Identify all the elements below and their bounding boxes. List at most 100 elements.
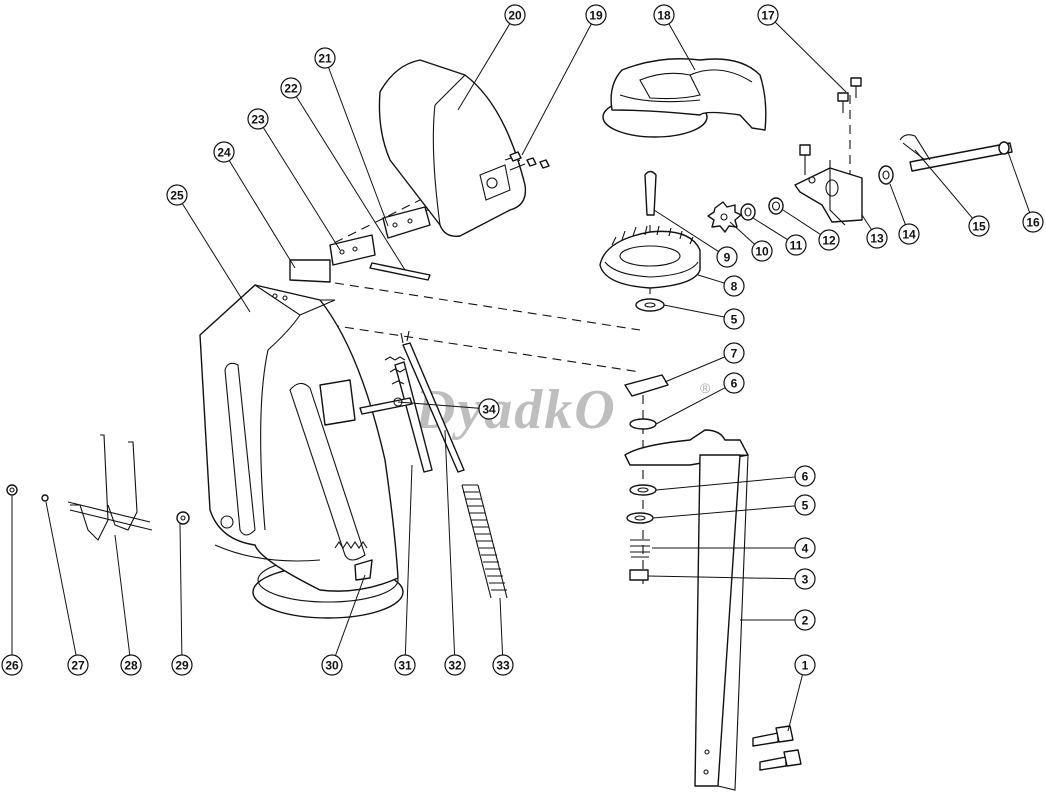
callout-leader-line [774, 21, 847, 93]
callout-circle [321, 654, 343, 676]
callout-circle [504, 4, 526, 26]
callout-number: 15 [972, 220, 986, 234]
callout-leader-line [663, 304, 725, 318]
callout-number: 30 [325, 659, 339, 673]
callout-15: 15 [914, 149, 990, 237]
callout-20: 20 [457, 4, 526, 111]
callout-9: 9 [653, 209, 738, 268]
callout-3: 3 [647, 568, 816, 590]
callout-number: 9 [724, 251, 731, 265]
bolts-17 [837, 77, 862, 113]
callout-leader-line [664, 356, 725, 383]
callout-circle [314, 47, 336, 69]
callout-leader-line [45, 501, 77, 656]
callout-circle [280, 77, 302, 99]
callout-circle [492, 654, 514, 676]
callout-leader-line [404, 464, 413, 656]
callout-circle [723, 308, 745, 330]
callout-circle [478, 398, 500, 420]
callout-number: 34 [482, 403, 496, 417]
callout-circle [794, 568, 816, 590]
callout-12: 12 [782, 209, 840, 251]
callout-10: 10 [729, 221, 773, 262]
callout-number: 11 [790, 239, 803, 253]
callout-leader-line [697, 274, 725, 284]
callout-number: 32 [448, 659, 462, 673]
callout-circle [866, 227, 888, 249]
callout-7: 7 [664, 342, 745, 383]
callout-leader-line [397, 401, 480, 409]
callout-13: 13 [861, 214, 888, 249]
callout-28: 28 [114, 534, 142, 676]
callout-number: 19 [589, 9, 603, 23]
callout-circle [794, 537, 816, 559]
callout-leader-line [787, 674, 803, 732]
callout-leader-line [499, 597, 504, 656]
callout-leader-line [752, 217, 788, 241]
callout-16: 16 [1007, 151, 1044, 233]
screws-19 [509, 151, 550, 169]
chute-cap [602, 58, 767, 138]
callout-19: 19 [521, 4, 607, 156]
callout-27: 27 [45, 501, 89, 676]
callout-circle [166, 184, 188, 206]
callout-leader-line [782, 209, 821, 235]
callout-circle [818, 229, 840, 251]
callout-number: 31 [398, 659, 412, 673]
callout-circle [794, 654, 816, 676]
callout-22: 22 [280, 77, 406, 271]
shaft-assembly [878, 134, 1013, 185]
callout-number: 2 [802, 614, 809, 628]
callout-number: 17 [761, 9, 775, 23]
stack-parts [624, 374, 669, 581]
callout-circle [394, 654, 416, 676]
callout-number: 21 [318, 52, 332, 66]
deflector-shield [378, 59, 527, 237]
callout-circle [723, 342, 745, 364]
discharge-chute [199, 284, 404, 619]
callout-11: 11 [752, 217, 807, 256]
washer-5-top [635, 298, 665, 312]
callout-circle [1, 654, 23, 676]
callout-number: 1 [802, 659, 809, 673]
callout-circle [751, 240, 773, 262]
callout-number: 27 [71, 659, 85, 673]
callout-number: 5 [731, 313, 738, 327]
callout-number: 10 [755, 245, 769, 259]
callout-number: 23 [251, 113, 265, 127]
callout-leader-line [334, 574, 366, 656]
callout-leader-line [228, 160, 296, 269]
callout-leader-line [655, 387, 726, 425]
support-bracket [624, 429, 749, 791]
callout-circle [653, 4, 675, 26]
callout-25: 25 [166, 184, 251, 313]
callout-number: 3 [802, 573, 809, 587]
callout-8: 8 [697, 274, 745, 297]
callout-1: 1 [787, 654, 816, 732]
callout-number: 8 [731, 280, 738, 294]
callout-6: 6 [655, 465, 816, 491]
callout-leader-line [914, 149, 973, 219]
callout-26: 26 [1, 496, 23, 676]
callout-6: 6 [655, 372, 745, 425]
callout-leader-line [861, 214, 872, 230]
callout-leader-line [444, 429, 456, 656]
callout-circle [757, 4, 779, 26]
plates [289, 206, 431, 283]
callout-circle [794, 494, 816, 516]
callout-leader-line [457, 23, 511, 111]
watermark-registered-mark: ® [700, 380, 711, 396]
callout-23: 23 [247, 108, 341, 251]
callout-14: 14 [889, 183, 920, 245]
callout-leader-line [889, 183, 906, 225]
callout-number: 24 [217, 146, 231, 160]
callout-5: 5 [652, 494, 816, 519]
ring-gear [599, 225, 701, 289]
callout-2: 2 [740, 609, 816, 631]
gear-and-washers [644, 170, 784, 233]
callout-21: 21 [314, 47, 389, 227]
callout-number: 28 [124, 659, 138, 673]
callout-circle [723, 275, 745, 297]
callout-4: 4 [652, 537, 816, 559]
